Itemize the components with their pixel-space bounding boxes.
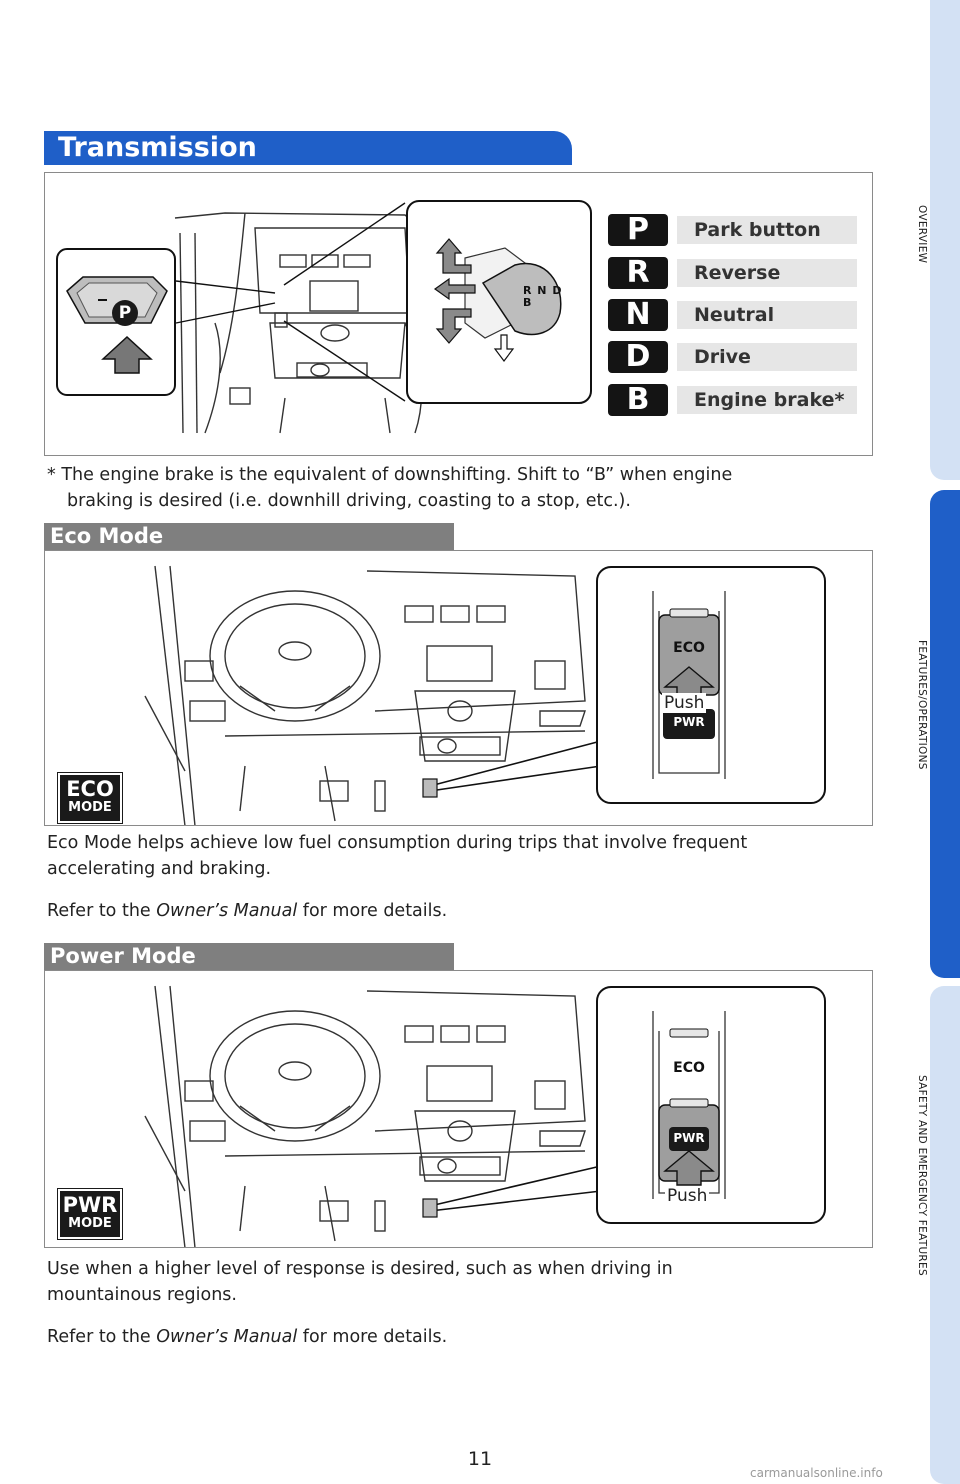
gear-reverse-label: Reverse [677, 259, 857, 287]
shifter-letters: R N D B [523, 284, 562, 309]
pwr-dashboard-line-art [144, 985, 826, 1247]
eco-refer-manual: Owner’s Manual [156, 901, 298, 921]
gear-neutral: N Neutral [608, 299, 858, 331]
gear-p-icon: P [608, 214, 668, 246]
safety-side-tab[interactable] [930, 986, 960, 1484]
eco-mode-title: Eco Mode [44, 523, 454, 550]
park-key-glyph: P [112, 300, 138, 326]
gear-drive: D Drive [608, 341, 858, 373]
pwr-badge-small: MODE [68, 1216, 112, 1231]
eco-refer-prefix: Refer to the [47, 901, 157, 921]
eco-refer-suffix: for more details. [297, 901, 448, 921]
gear-n-icon: N [608, 299, 668, 331]
features-tab-label: FEATURES/OPERATIONS [916, 640, 928, 770]
power-refer-suffix: for more details. [297, 1327, 448, 1347]
gear-engine-brake: B Engine brake* [608, 384, 858, 416]
pwr-button-label-2: PWR [673, 1131, 705, 1145]
eco-badge-big: ECO [66, 777, 114, 801]
eco-button-label-2: ECO [673, 1060, 705, 1076]
gear-d-icon: D [608, 341, 668, 373]
gear-b-icon: B [608, 384, 668, 416]
footnote-line-2: braking is desired (i.e. downhill drivin… [67, 491, 631, 511]
gear-reverse: R Reverse [608, 257, 858, 289]
pwr-button-label: PWR [673, 715, 705, 729]
watermark: carmanualsonline.info [750, 1466, 883, 1480]
pwr-badge-big: PWR [62, 1193, 118, 1217]
eco-badge-small: MODE [68, 800, 112, 815]
eco-refer-text: Refer to the Owner’s Manual for more det… [47, 898, 447, 924]
gear-neutral-label: Neutral [677, 301, 857, 329]
page-number: 11 [467, 1448, 493, 1470]
footnote-line-1: * The engine brake is the equivalent of … [47, 465, 733, 485]
eco-push-label: Push [662, 693, 707, 713]
eco-mode-description: Eco Mode helps achieve low fuel consumpt… [47, 833, 748, 879]
gear-drive-label: Drive [677, 343, 857, 371]
overview-tab-label: OVERVIEW [916, 205, 928, 264]
gear-park-label: Park button [677, 216, 857, 244]
eco-dashboard-line-art [144, 565, 826, 825]
power-mode-title: Power Mode [44, 943, 454, 970]
eco-button-label: ECO [673, 640, 705, 656]
gear-park: P Park button [608, 214, 858, 246]
power-refer-text: Refer to the Owner’s Manual for more det… [47, 1324, 447, 1350]
pwr-mode-indicator-icon: PWR MODE [57, 1188, 123, 1240]
overview-side-tab[interactable] [930, 0, 960, 480]
features-side-tab[interactable] [930, 490, 960, 978]
transmission-title: Transmission [44, 131, 572, 165]
gear-engine-brake-label: Engine brake* [677, 386, 857, 414]
dashboard-line-art [56, 200, 592, 434]
eco-mode-illustration: ECO MODE ECO PWR Push [44, 550, 873, 826]
gear-r-icon: R [608, 257, 668, 289]
power-mode-description: Use when a higher level of response is d… [47, 1259, 673, 1305]
pwr-push-label: Push [665, 1186, 710, 1206]
power-mode-illustration: PWR MODE ECO PWR Push [44, 970, 873, 1248]
power-refer-prefix: Refer to the [47, 1327, 157, 1347]
safety-tab-label: SAFETY AND EMERGENCY FEATURES [916, 1075, 928, 1276]
eco-mode-indicator-icon: ECO MODE [57, 772, 123, 824]
power-refer-manual: Owner’s Manual [156, 1327, 298, 1347]
engine-brake-footnote: * The engine brake is the equivalent of … [47, 462, 867, 514]
